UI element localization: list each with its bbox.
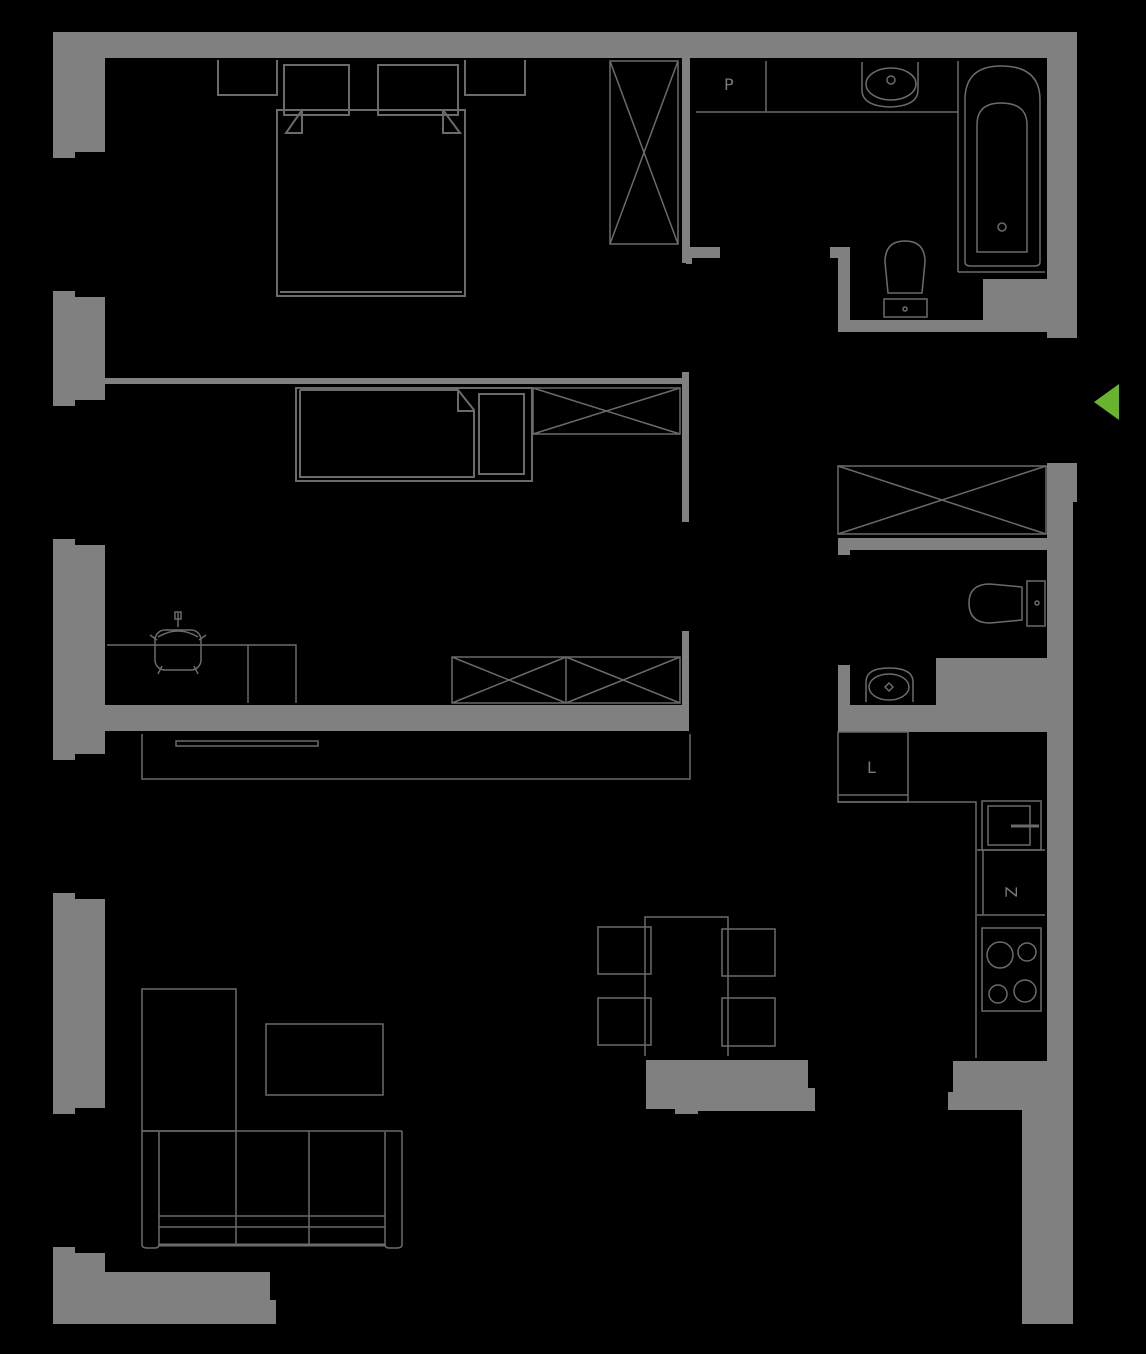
hall-wardrobe bbox=[837, 465, 1047, 535]
fridge-label: L bbox=[867, 758, 876, 777]
dining-set bbox=[597, 916, 776, 1056]
bedroom-wardrobe bbox=[609, 60, 679, 245]
bathroom bbox=[696, 61, 1045, 318]
bathroom-toilet bbox=[883, 240, 928, 318]
single-bed bbox=[295, 387, 533, 482]
bathroom-sink bbox=[861, 62, 919, 108]
desk bbox=[107, 644, 297, 703]
office-chair bbox=[149, 611, 207, 675]
living-room bbox=[141, 734, 776, 1249]
wc-toilet bbox=[968, 580, 1046, 627]
nightstand-right bbox=[464, 60, 526, 96]
kids-double-wardrobe bbox=[451, 656, 681, 704]
wc bbox=[865, 580, 1046, 702]
cooktop bbox=[981, 927, 1042, 1012]
dining-chair bbox=[597, 926, 652, 975]
double-bed bbox=[276, 64, 466, 297]
nightstand-left bbox=[217, 60, 278, 96]
bathtub bbox=[964, 65, 1041, 267]
coffee-table bbox=[265, 1023, 384, 1096]
kitchen bbox=[837, 731, 1045, 1058]
entrance-arrow-icon bbox=[1094, 384, 1119, 420]
kids-wardrobe bbox=[532, 387, 681, 435]
dishwasher-label: Z bbox=[1001, 886, 1021, 898]
dining-chair bbox=[597, 997, 652, 1046]
wc-sink bbox=[865, 667, 914, 702]
dining-chair bbox=[721, 928, 776, 977]
bedroom bbox=[217, 60, 679, 297]
dining-chair bbox=[721, 997, 776, 1047]
sofa bbox=[141, 988, 403, 1249]
bathroom-cabinet-label: P bbox=[724, 75, 734, 94]
tv-console bbox=[141, 734, 691, 780]
walls bbox=[53, 32, 1077, 1324]
kitchen-sink bbox=[981, 800, 1042, 851]
kids-room bbox=[107, 387, 681, 704]
